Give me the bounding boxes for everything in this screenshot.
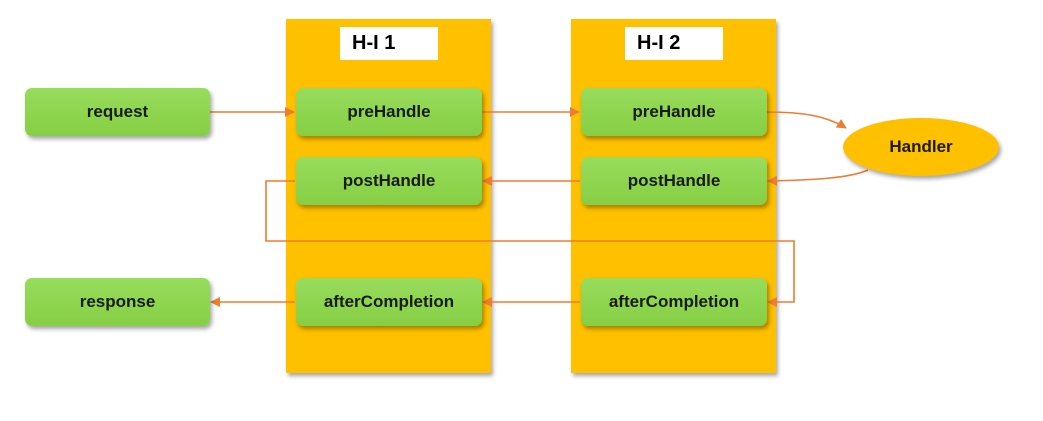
hi1-prehandle-node: preHandle bbox=[296, 88, 482, 136]
hi2-posthandle-node: postHandle bbox=[581, 157, 767, 205]
request-node: request bbox=[25, 88, 210, 136]
arrow-handler-to-posthandle2 bbox=[767, 169, 869, 186]
arrow-prehandle2-to-handler bbox=[765, 111, 847, 129]
hi1-posthandle-node: postHandle bbox=[296, 157, 482, 205]
handler-ellipse: Handler bbox=[843, 118, 999, 176]
hi1-aftercompletion-node: afterCompletion bbox=[296, 278, 482, 326]
hi2-prehandle-node: preHandle bbox=[581, 88, 767, 136]
arrow-posthandle1-to-aftercompletion2 bbox=[265, 180, 795, 307]
lane-hi2-title: H-I 2 bbox=[625, 27, 723, 60]
lane-hi1-title: H-I 1 bbox=[340, 27, 438, 60]
response-node: response bbox=[25, 278, 210, 326]
hi2-aftercompletion-node: afterCompletion bbox=[581, 278, 767, 326]
